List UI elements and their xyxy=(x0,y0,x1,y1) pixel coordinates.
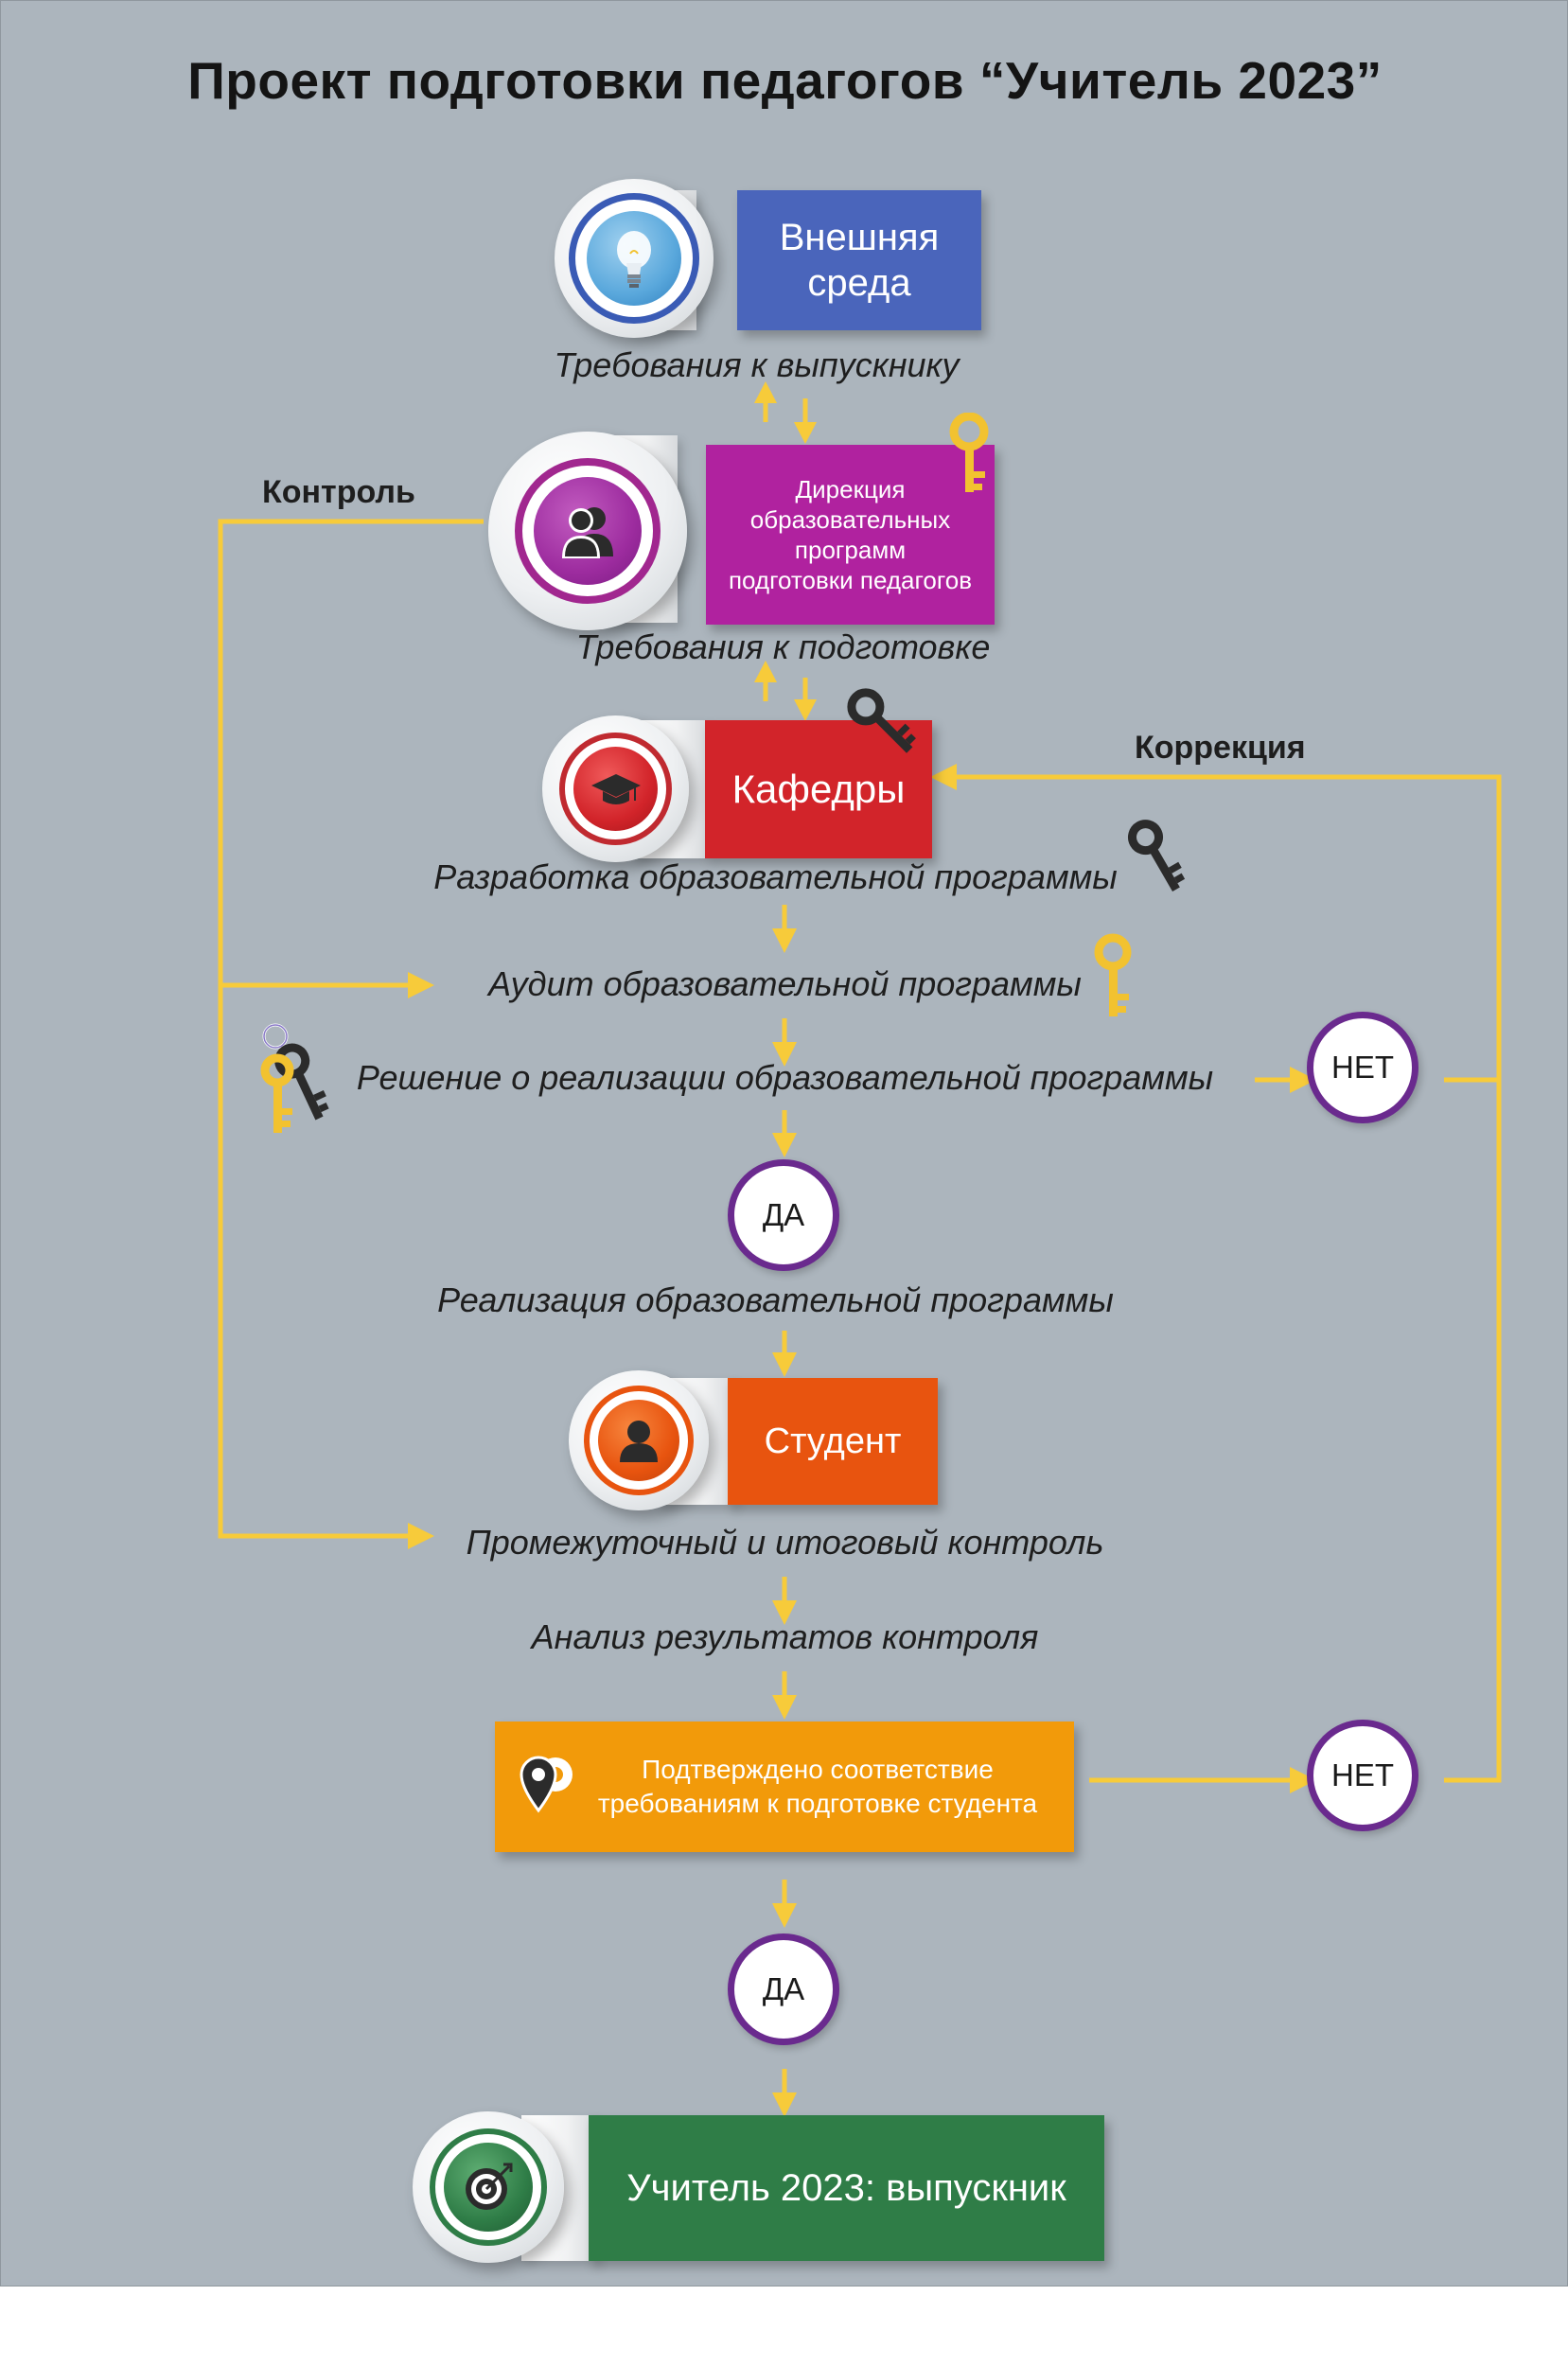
arrowhead-analysis xyxy=(772,1695,797,1720)
person-icon xyxy=(598,1400,679,1481)
key-dark-icon xyxy=(1128,820,1186,892)
node-label-line2: требованиям к подготовке студента xyxy=(597,1789,1038,1818)
decision-yes-2: ДА xyxy=(728,1933,839,2045)
correction-line xyxy=(957,774,1502,1083)
arrowhead-decision xyxy=(772,1133,797,1157)
decision-yes-1: ДА xyxy=(728,1159,839,1271)
node-label-line2: образовательных xyxy=(749,505,951,534)
node-confirmation: Подтверждено соответствие требованиям к … xyxy=(495,1722,1074,1852)
key-dark-icon xyxy=(847,688,916,753)
step-training-requirements: Требования к подготовке xyxy=(575,627,991,666)
node-student: Студент xyxy=(569,1370,947,1512)
arrowhead-audit-end xyxy=(408,972,434,998)
key-ring-pair-icon xyxy=(260,1023,329,1133)
arrowhead-up-1 xyxy=(754,381,777,403)
map-pin-icon xyxy=(520,1756,573,1813)
connector-layer xyxy=(218,381,1502,2117)
user-group-icon xyxy=(534,477,642,585)
control-line xyxy=(218,519,484,1539)
arrowhead-confirm xyxy=(772,1903,797,1928)
step-decision: Решение о реализации образовательной про… xyxy=(356,1058,1214,1097)
arrowhead-final xyxy=(772,2092,797,2117)
arrowhead-impl xyxy=(772,1352,797,1377)
arrowhead-audit xyxy=(772,1042,797,1067)
node-label-line3: программ xyxy=(794,536,907,564)
arrowhead-correction-end xyxy=(930,764,957,790)
node-ring xyxy=(559,733,672,845)
step-graduate-requirements: Требования к выпускнику xyxy=(554,345,960,384)
step-analysis: Анализ результатов контроля xyxy=(531,1617,1039,1656)
arrowhead-dev xyxy=(772,928,797,953)
node-box: Кафедры xyxy=(705,720,932,858)
step-control: Промежуточный и итоговый контроль xyxy=(466,1523,1104,1562)
step-implementation: Реализация образовательной программы xyxy=(437,1280,1114,1319)
node-label: Студент xyxy=(764,1421,902,1461)
node-ring xyxy=(569,193,699,324)
node-label-line1: Дирекция xyxy=(795,475,906,503)
node-ring xyxy=(430,2128,547,2246)
label-correction: Коррекция xyxy=(1135,730,1306,766)
target-icon xyxy=(444,2143,533,2232)
step-development: Разработка образовательной программы xyxy=(433,857,1118,896)
key-gold-icon xyxy=(1094,933,1132,1016)
arrowhead-up-2 xyxy=(754,661,777,682)
arrowhead-down-1 xyxy=(794,422,817,444)
correction-line-2 xyxy=(1444,1080,1502,1783)
node-directorate: Дирекция образовательных программ подгот… xyxy=(488,432,999,635)
arrowhead-no-2 xyxy=(1290,1767,1316,1793)
arrowhead-no-1 xyxy=(1290,1067,1316,1093)
node-ring xyxy=(515,458,661,604)
node-label-line2: среда xyxy=(807,262,911,304)
node-external-environment: Внешняя среда xyxy=(550,179,985,344)
decision-no-1: НЕТ xyxy=(1307,1012,1418,1123)
node-ring xyxy=(584,1386,694,1495)
node-label-line1: Внешняя xyxy=(779,217,940,258)
node-box: Студент xyxy=(728,1378,938,1505)
node-label-line1: Подтверждено соответствие xyxy=(642,1755,994,1784)
arrowhead-control-end xyxy=(408,1523,434,1549)
node-box: Внешняя среда xyxy=(737,190,981,330)
node-box: Учитель 2023: выпускник xyxy=(589,2115,1104,2261)
node-box: Дирекция образовательных программ подгот… xyxy=(706,445,995,625)
step-audit: Аудит образовательной программы xyxy=(488,964,1082,1003)
key-gold-icon xyxy=(949,413,989,492)
page-title: Проект подготовки педагогов “Учитель 202… xyxy=(187,51,1383,110)
node-departments: Кафедры xyxy=(542,715,940,867)
node-graduate: Учитель 2023: выпускник xyxy=(413,2111,1108,2268)
node-label-line4: подготовки педагогов xyxy=(728,566,973,594)
decision-no-2: НЕТ xyxy=(1307,1720,1418,1831)
lightbulb-icon xyxy=(587,211,681,306)
label-control: Контроль xyxy=(262,474,415,510)
arrowhead-control xyxy=(772,1600,797,1625)
diagram-canvas: Проект подготовки педагогов “Учитель 202… xyxy=(0,0,1568,2287)
graduation-cap-icon xyxy=(573,747,658,831)
node-label: Кафедры xyxy=(731,767,906,811)
arrowhead-down-2 xyxy=(794,699,817,721)
node-label: Учитель 2023: выпускник xyxy=(626,2166,1066,2209)
